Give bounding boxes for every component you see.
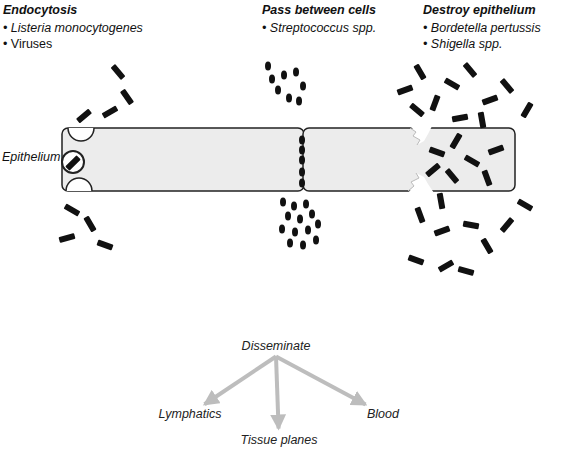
node-text: Tissue planes [240, 433, 317, 448]
bacterium-rod [396, 84, 413, 95]
source-label: Disseminate [241, 339, 312, 354]
bacterium-rod [481, 94, 498, 105]
node-text: Lymphatics [159, 407, 222, 422]
bacterium-coccus [281, 71, 287, 80]
spread-arrow [205, 357, 276, 405]
bacterium-coccus [299, 179, 305, 188]
bacterium-coccus [296, 97, 302, 106]
bacterium-rod [487, 144, 504, 155]
organism-item: • Viruses [3, 37, 52, 52]
bacterium-rod [407, 254, 424, 265]
route-label: Tissue planes [239, 433, 318, 448]
bacterium-rod [65, 155, 81, 171]
bacterium-rod [437, 193, 446, 210]
bacterium-rod [413, 64, 426, 81]
tissue-label: Epithelium [2, 150, 60, 165]
bacterium-rod [452, 114, 469, 123]
epithelial-cell [303, 128, 515, 191]
mechanism-heading: Destroy epithelium [423, 3, 536, 18]
organism-item: • Listeria monocytogenes [3, 21, 143, 36]
bacterium-coccus [313, 236, 319, 245]
invagination [66, 178, 92, 191]
bacterium-rod [444, 77, 461, 90]
spread-arrow [276, 357, 279, 429]
bacterium-coccus [297, 215, 303, 224]
bacterium-rod [111, 64, 126, 80]
invagination [68, 128, 94, 141]
bacterium-coccus [299, 156, 305, 165]
organism-item: • Shigella spp. [423, 37, 502, 52]
bacterium-rod [433, 225, 450, 236]
bacterium-rod [409, 103, 425, 118]
bacterium-coccus [315, 220, 321, 229]
bacterium-coccus [299, 168, 305, 177]
bacterium-rod [64, 203, 81, 216]
bacterium-coccus [300, 241, 306, 250]
damage-edge [410, 128, 420, 145]
bacterium-rod [463, 221, 480, 230]
bacterium-rod [478, 112, 487, 129]
route-label: Blood [366, 407, 400, 422]
microbes [58, 62, 533, 276]
invagination [66, 178, 92, 191]
bacterium-coccus [293, 68, 299, 77]
bacterium-rod [120, 89, 134, 106]
bacterium-rod [481, 169, 492, 186]
bacterium-rod [102, 105, 119, 118]
bacterium-coccus [292, 228, 298, 237]
bacterium-coccus [303, 200, 309, 209]
bacterium-coccus [300, 82, 306, 91]
spread-arrow [276, 357, 366, 405]
bacterium-coccus [309, 210, 315, 219]
bacterium-rod [449, 133, 462, 150]
bacterium-rod [500, 78, 515, 94]
bacterium-rod [445, 168, 460, 184]
bacterium-rod [414, 206, 425, 223]
damage [410, 126, 432, 145]
bacterium-rod [438, 259, 455, 272]
bacterium-coccus [286, 94, 292, 103]
node-text: Disseminate [242, 339, 311, 354]
bacterium-coccus [275, 86, 281, 95]
epithelium-cells [62, 126, 515, 193]
bacterium-rod [428, 146, 445, 157]
bacterium-rod [480, 238, 493, 255]
mechanism-heading: Endocytosis [3, 3, 77, 18]
bacterium-rod [463, 62, 478, 78]
bacterium-rod [58, 233, 75, 243]
bacterium-rod [500, 217, 515, 233]
bacterium-coccus [269, 75, 275, 84]
bacterium-coccus [280, 198, 286, 207]
bacterium-rod [96, 239, 113, 250]
bacterium-rod [520, 102, 533, 119]
bacterium-coccus [305, 226, 311, 235]
bacterium-rod [83, 216, 96, 233]
bacterium-rod [76, 109, 92, 124]
bacterium-coccus [287, 239, 293, 248]
bacterium-coccus [285, 212, 291, 221]
bacterium-rod [425, 163, 441, 178]
bacterium-rod [517, 198, 534, 211]
bacterium-coccus [279, 225, 285, 234]
bacterium-rod [464, 154, 481, 167]
bacterium-coccus [291, 202, 297, 211]
bacterium-coccus [265, 62, 271, 71]
invagination [68, 128, 94, 141]
vesicle [62, 151, 84, 173]
bacterium-coccus [299, 146, 305, 155]
route-label: Lymphatics [158, 407, 223, 422]
mechanism-heading: Pass between cells [262, 3, 376, 18]
bacterium-coccus [299, 136, 305, 145]
epithelial-cell [62, 128, 304, 191]
organism-item: • Bordetella pertussis [423, 21, 541, 36]
bacterium-rod [457, 266, 474, 276]
organism-item: • Streptococcus spp. [262, 21, 376, 36]
bacterium-rod [429, 94, 440, 111]
node-text: Blood [367, 407, 399, 422]
damage-edge [408, 173, 419, 191]
